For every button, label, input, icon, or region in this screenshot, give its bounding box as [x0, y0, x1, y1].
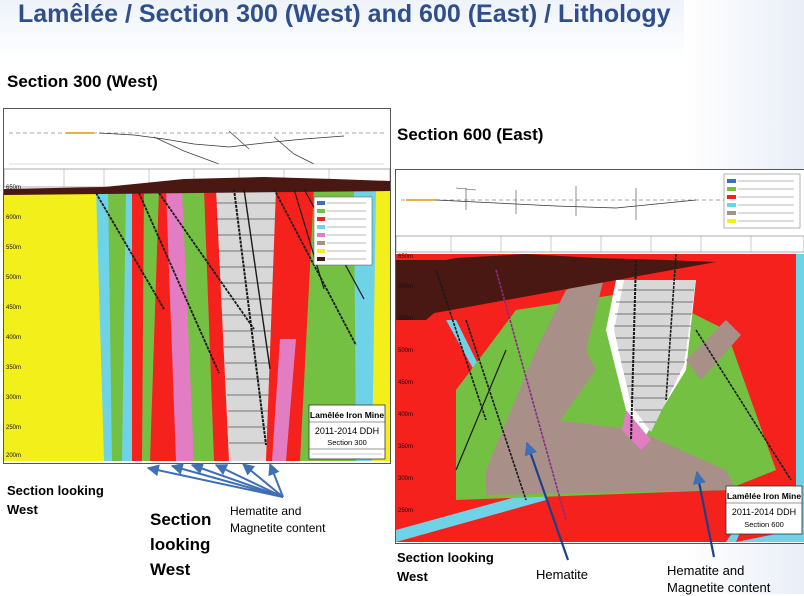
east-section-heading: Section 600 (East): [397, 125, 544, 144]
east-annotation-line1: Hematite and: [667, 563, 745, 578]
east-annotation-line2: Magnetite content: [667, 580, 771, 595]
west-elevation-label: 450m: [6, 305, 21, 311]
east-elevation-label: 450m: [398, 380, 413, 386]
east-titleblock-line3: Section 600: [744, 520, 784, 529]
east-elevation-label: 250m: [398, 508, 413, 514]
west-big-caption-line3: West: [150, 560, 191, 579]
west-titleblock-line3: Section 300: [327, 438, 367, 447]
west-section-figure: 650m 600m 550m 500m 450m 400m 350m 300m …: [3, 108, 391, 464]
east-section-figure: 650m 600m 550m 500m 450m 400m 350m 300m …: [395, 169, 804, 544]
header-background: [0, 0, 804, 60]
west-caption-line2: West: [7, 502, 38, 517]
east-elevation-label: 550m: [398, 316, 413, 322]
west-titleblock-line1: Lamêlée Iron Mine: [310, 410, 384, 420]
west-elevation-label: 200m: [6, 453, 21, 459]
west-caption-line1: Section looking: [7, 483, 104, 498]
east-elevation-label: 400m: [398, 412, 413, 418]
east-caption: Section looking West: [397, 548, 494, 586]
west-elevation-label: 550m: [6, 245, 21, 251]
hematite-label: Hematite: [536, 567, 589, 582]
west-plan-strip: [9, 130, 384, 165]
west-titleblock-line2: 2011-2014 DDH: [315, 426, 379, 436]
west-elevation-label: 250m: [6, 425, 21, 431]
west-elevation-label: 500m: [6, 275, 21, 281]
west-content-arrows: [146, 462, 284, 498]
west-content-annotation: Hematite and Magnetite content: [230, 503, 325, 537]
west-annotation-line1: Hematite and: [230, 504, 302, 518]
slide-title: Lamêlée / Section 300 (West) and 600 (Ea…: [18, 0, 671, 28]
west-elevation-label: 350m: [6, 365, 21, 371]
east-elevation-label: 350m: [398, 444, 413, 450]
west-elevation-label: 600m: [6, 215, 21, 221]
west-annotation-line2: Magnetite content: [230, 521, 326, 535]
west-elevation-label: 400m: [6, 335, 21, 341]
west-elevation-label: 650m: [6, 185, 21, 191]
west-big-caption-line2: looking: [150, 535, 211, 554]
east-title-block: Lamêlée Iron Mine 2011-2014 DDH Section …: [725, 485, 803, 535]
west-caption: Section looking West: [7, 481, 104, 519]
east-geology: [396, 254, 804, 542]
west-section-heading: Section 300 (West): [7, 72, 158, 91]
east-titleblock-line1: Lamêlée Iron Mine: [727, 491, 801, 501]
east-caption-line2: West: [397, 569, 428, 584]
west-drillholes: [95, 188, 365, 446]
west-big-caption: Section looking West: [150, 507, 211, 582]
west-elevation-label: 300m: [6, 395, 21, 401]
east-content-annotation: Hematite and Magnetite content: [667, 562, 770, 596]
east-plan-strip: [401, 173, 801, 229]
east-titleblock-line2: 2011-2014 DDH: [732, 507, 796, 517]
east-elevation-label: 650m: [398, 254, 413, 260]
west-title-block: Lamêlée Iron Mine 2011-2014 DDH Section …: [308, 404, 386, 460]
east-drillholes: [435, 253, 792, 521]
east-elevation-label: 600m: [398, 284, 413, 290]
west-legend: [313, 196, 373, 266]
west-big-caption-line1: Section: [150, 510, 212, 529]
east-elevation-label: 500m: [398, 348, 413, 354]
east-elevation-label: 300m: [398, 476, 413, 482]
east-caption-line1: Section looking: [397, 550, 494, 565]
